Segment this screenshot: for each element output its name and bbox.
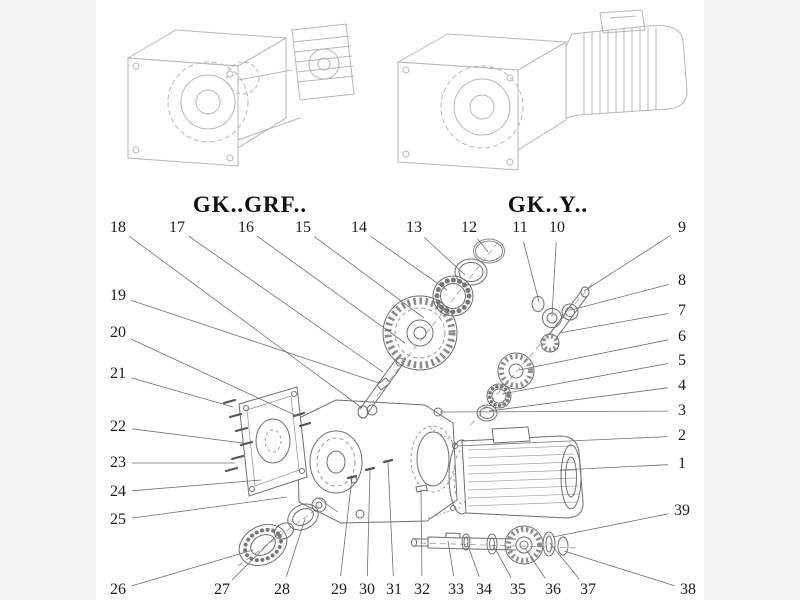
part-label-22: 22: [110, 418, 126, 435]
part-label-29: 29: [331, 581, 347, 598]
leader-line-28: [285, 518, 306, 577]
part-label-6: 6: [678, 328, 686, 345]
leader-line-20: [130, 338, 298, 417]
leader-line-16: [257, 235, 406, 344]
electric-motor: [415, 426, 584, 519]
part-label-34: 34: [476, 581, 492, 598]
leader-line-38: [563, 550, 675, 587]
leader-line-36: [524, 547, 546, 579]
part-label-24: 24: [110, 483, 126, 500]
bolt-set: [222, 398, 394, 480]
part-label-25: 25: [110, 511, 126, 528]
leader-line-13: [424, 237, 466, 276]
part-label-7: 7: [678, 302, 686, 319]
page-margin-right: [704, 0, 800, 600]
output-shaft-assembly: [411, 525, 569, 565]
exploded-view: [222, 238, 593, 567]
part-label-9: 9: [678, 219, 686, 236]
leader-line-18: [129, 235, 363, 409]
part-label-5: 5: [678, 352, 686, 369]
part-label-36: 36: [545, 581, 561, 598]
part-label-18: 18: [110, 219, 126, 236]
leader-line-22: [131, 428, 244, 444]
part-label-16: 16: [238, 219, 254, 236]
part-label-20: 20: [110, 324, 126, 341]
leader-line-26: [131, 549, 254, 587]
leader-line-35: [492, 544, 512, 578]
leader-line-32: [420, 488, 423, 577]
leader-line-37: [549, 542, 580, 580]
leader-line-17: [188, 235, 384, 373]
variant-title-gk-y: GK..Y..: [507, 192, 589, 217]
leader-line-3: [439, 410, 669, 413]
drawing-gk-y: [396, 9, 688, 171]
leader-line-5: [501, 363, 669, 395]
part-label-21: 21: [110, 365, 126, 382]
part-label-37: 37: [580, 581, 596, 598]
part-label-32: 32: [414, 581, 430, 598]
part-label-30: 30: [359, 581, 375, 598]
part-label-35: 35: [510, 581, 526, 598]
input-shaft: [357, 357, 405, 419]
leader-line-7: [558, 313, 669, 334]
leader-line-15: [313, 236, 425, 319]
part-label-13: 13: [406, 219, 422, 236]
part-label-17: 17: [169, 219, 185, 236]
part-label-8: 8: [678, 272, 686, 289]
drawing-gk-grf: [126, 23, 355, 167]
leader-line-2: [456, 436, 669, 447]
leader-line-6: [518, 339, 669, 371]
leader-line-25: [131, 496, 288, 519]
part-label-26: 26: [110, 581, 126, 598]
leader-line-12: [477, 238, 489, 253]
leader-line-19: [131, 300, 380, 384]
leader-line-33: [447, 540, 455, 577]
part-label-38: 38: [680, 581, 696, 598]
flange-plate: [238, 386, 308, 497]
leader-line-39: [552, 513, 669, 538]
upper-bearing-rings: [432, 238, 505, 317]
part-label-12: 12: [461, 219, 477, 236]
leader-line-29: [340, 477, 353, 577]
leader-line-4: [488, 387, 669, 412]
leader-line-24: [131, 479, 262, 492]
part-label-4: 4: [678, 377, 686, 394]
leader-line-34: [466, 542, 480, 577]
output-bearing-group: [238, 497, 327, 566]
part-label-31: 31: [386, 581, 402, 598]
part-label-28: 28: [274, 581, 290, 598]
leader-line-30: [366, 469, 371, 577]
part-label-23: 23: [110, 454, 126, 471]
part-label-19: 19: [110, 287, 126, 304]
leader-line-27: [231, 530, 282, 581]
pinion-shaft-group: [433, 286, 590, 422]
variant-title-gk-grf: GK..GRF..: [192, 192, 308, 217]
leader-line-11: [523, 241, 540, 303]
part-label-14: 14: [351, 219, 367, 236]
page-margin-left: [0, 0, 96, 600]
part-label-39: 39: [674, 502, 690, 519]
part-label-27: 27: [214, 581, 230, 598]
part-label-11: 11: [512, 219, 528, 236]
leader-line-1: [559, 464, 669, 471]
leader-line-31: [387, 461, 394, 577]
part-label-2: 2: [678, 427, 686, 444]
leader-line-21: [131, 377, 234, 408]
leader-line-14: [370, 235, 448, 291]
leader-line-10: [551, 241, 557, 317]
leader-line-9: [583, 235, 671, 292]
part-label-15: 15: [295, 219, 311, 236]
part-label-10: 10: [549, 219, 565, 236]
large-gear: [382, 295, 458, 371]
part-label-1: 1: [678, 455, 686, 472]
leader-line-8: [570, 284, 669, 311]
part-label-3: 3: [678, 402, 686, 419]
part-label-33: 33: [448, 581, 464, 598]
